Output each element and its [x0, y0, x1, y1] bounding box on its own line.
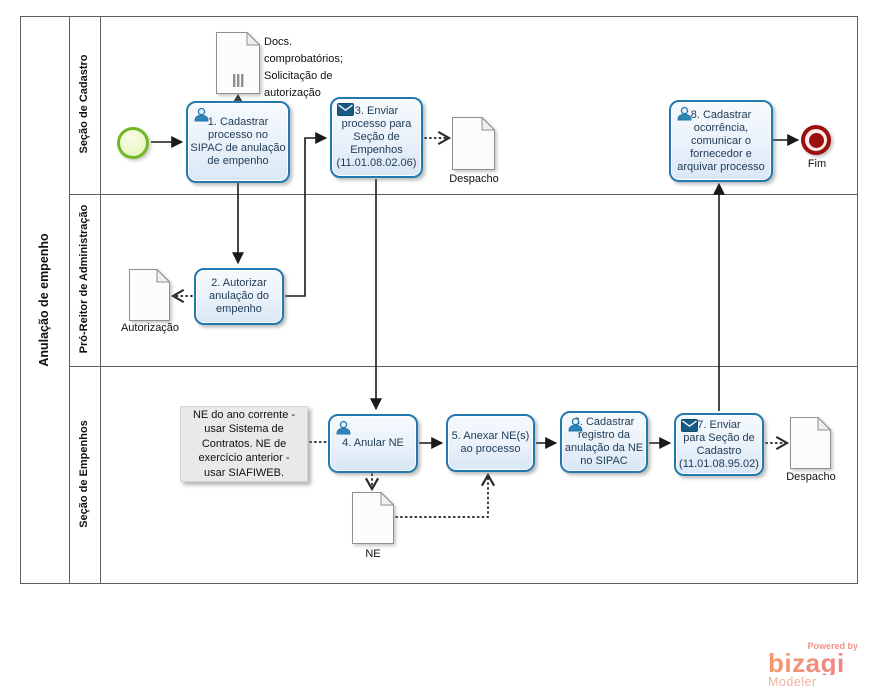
end-event-core — [808, 132, 824, 148]
multiple-instance-marker — [233, 74, 244, 87]
task-1-cadastrar-processo[interactable]: 1. Cadastrar processo no SIPAC de anulaç… — [186, 101, 290, 183]
modeler-text: Modeler — [768, 675, 817, 689]
task-8-cadastrar-ocorrencia[interactable]: 8. Cadastrar ocorrência, comunicar o for… — [669, 100, 773, 182]
pool-anulacao-de-empenho[interactable] — [20, 16, 858, 584]
doc-despacho-1-label: Despacho — [449, 173, 499, 185]
annotation-ne-sistemas[interactable]: NE do ano corrente - usar Sistema de Con… — [180, 406, 308, 482]
pool-title-divider — [69, 17, 70, 583]
user-icon — [336, 420, 351, 435]
pool-title: Anulação de empenho — [37, 233, 51, 367]
message-icon — [337, 103, 354, 116]
bizagi-logo: bizagi — [768, 650, 864, 676]
doc-autorizacao[interactable] — [129, 268, 171, 326]
task-1-label: 1. Cadastrar processo no SIPAC de anulaç… — [190, 116, 286, 167]
task-2-autorizar-anulacao[interactable]: 2. Autorizar anulação do empenho — [194, 268, 284, 325]
task-3-enviar-processo[interactable]: 3. Enviar processo para Seção de Empenho… — [330, 97, 423, 178]
doc-autorizacao-label: Autorização — [120, 322, 180, 334]
task-4-anular-ne[interactable]: 4. Anular NE — [328, 414, 418, 473]
end-event[interactable] — [801, 125, 831, 155]
doc-despacho-2[interactable] — [790, 416, 832, 474]
task-5-label: 5. Anexar NE(s) ao processo — [451, 430, 530, 455]
task-2-label: 2. Autorizar anulação do empenho — [209, 277, 269, 315]
task-7-label: 7. Enviar para Seção de Cadastro (11.01.… — [679, 418, 759, 470]
task-5-anexar-ne[interactable]: 5. Anexar NE(s) ao processo — [446, 414, 535, 472]
user-icon — [568, 417, 583, 432]
user-icon — [194, 107, 209, 122]
doc-comprobatorios[interactable] — [216, 31, 261, 99]
powered-by-text: Powered by — [807, 641, 858, 651]
task-8-label: 8. Cadastrar ocorrência, comunicar o for… — [677, 108, 765, 173]
start-event[interactable] — [117, 127, 149, 159]
task-4-label: 4. Anular NE — [342, 437, 404, 449]
task-3-label: 3. Enviar processo para Seção de Empenho… — [336, 105, 417, 169]
doc-despacho-2-label: Despacho — [786, 471, 836, 483]
annotation-text: NE do ano corrente - usar Sistema de Con… — [192, 408, 296, 479]
doc-despacho-1[interactable] — [452, 116, 496, 175]
task-6-cadastrar-registro[interactable]: 6. Cadastrar registro da anulação da NE … — [560, 411, 648, 473]
doc-comprobatorios-label: Docs. comprobatórios; Solicitação de aut… — [264, 36, 343, 99]
lane-label-secao-de-cadastro: Seção de Cadastro — [78, 54, 90, 154]
lane-label-divider — [100, 17, 101, 583]
lane-label-secao-de-empenhos: Seção de Empenhos — [78, 420, 90, 528]
doc-ne-label: NE — [365, 548, 381, 560]
end-event-label: Fim — [807, 158, 827, 170]
user-icon — [677, 106, 692, 121]
bizagi-watermark: Powered by bizagi Modeler — [768, 641, 864, 689]
lane-divider — [69, 194, 857, 195]
lane-divider — [69, 366, 857, 367]
task-7-enviar-para-cadastro[interactable]: 7. Enviar para Seção de Cadastro (11.01.… — [674, 413, 764, 476]
lane-label-pro-reitor: Pró-Reitor de Administração — [78, 204, 90, 354]
message-icon — [681, 419, 698, 432]
doc-ne[interactable] — [352, 491, 395, 549]
